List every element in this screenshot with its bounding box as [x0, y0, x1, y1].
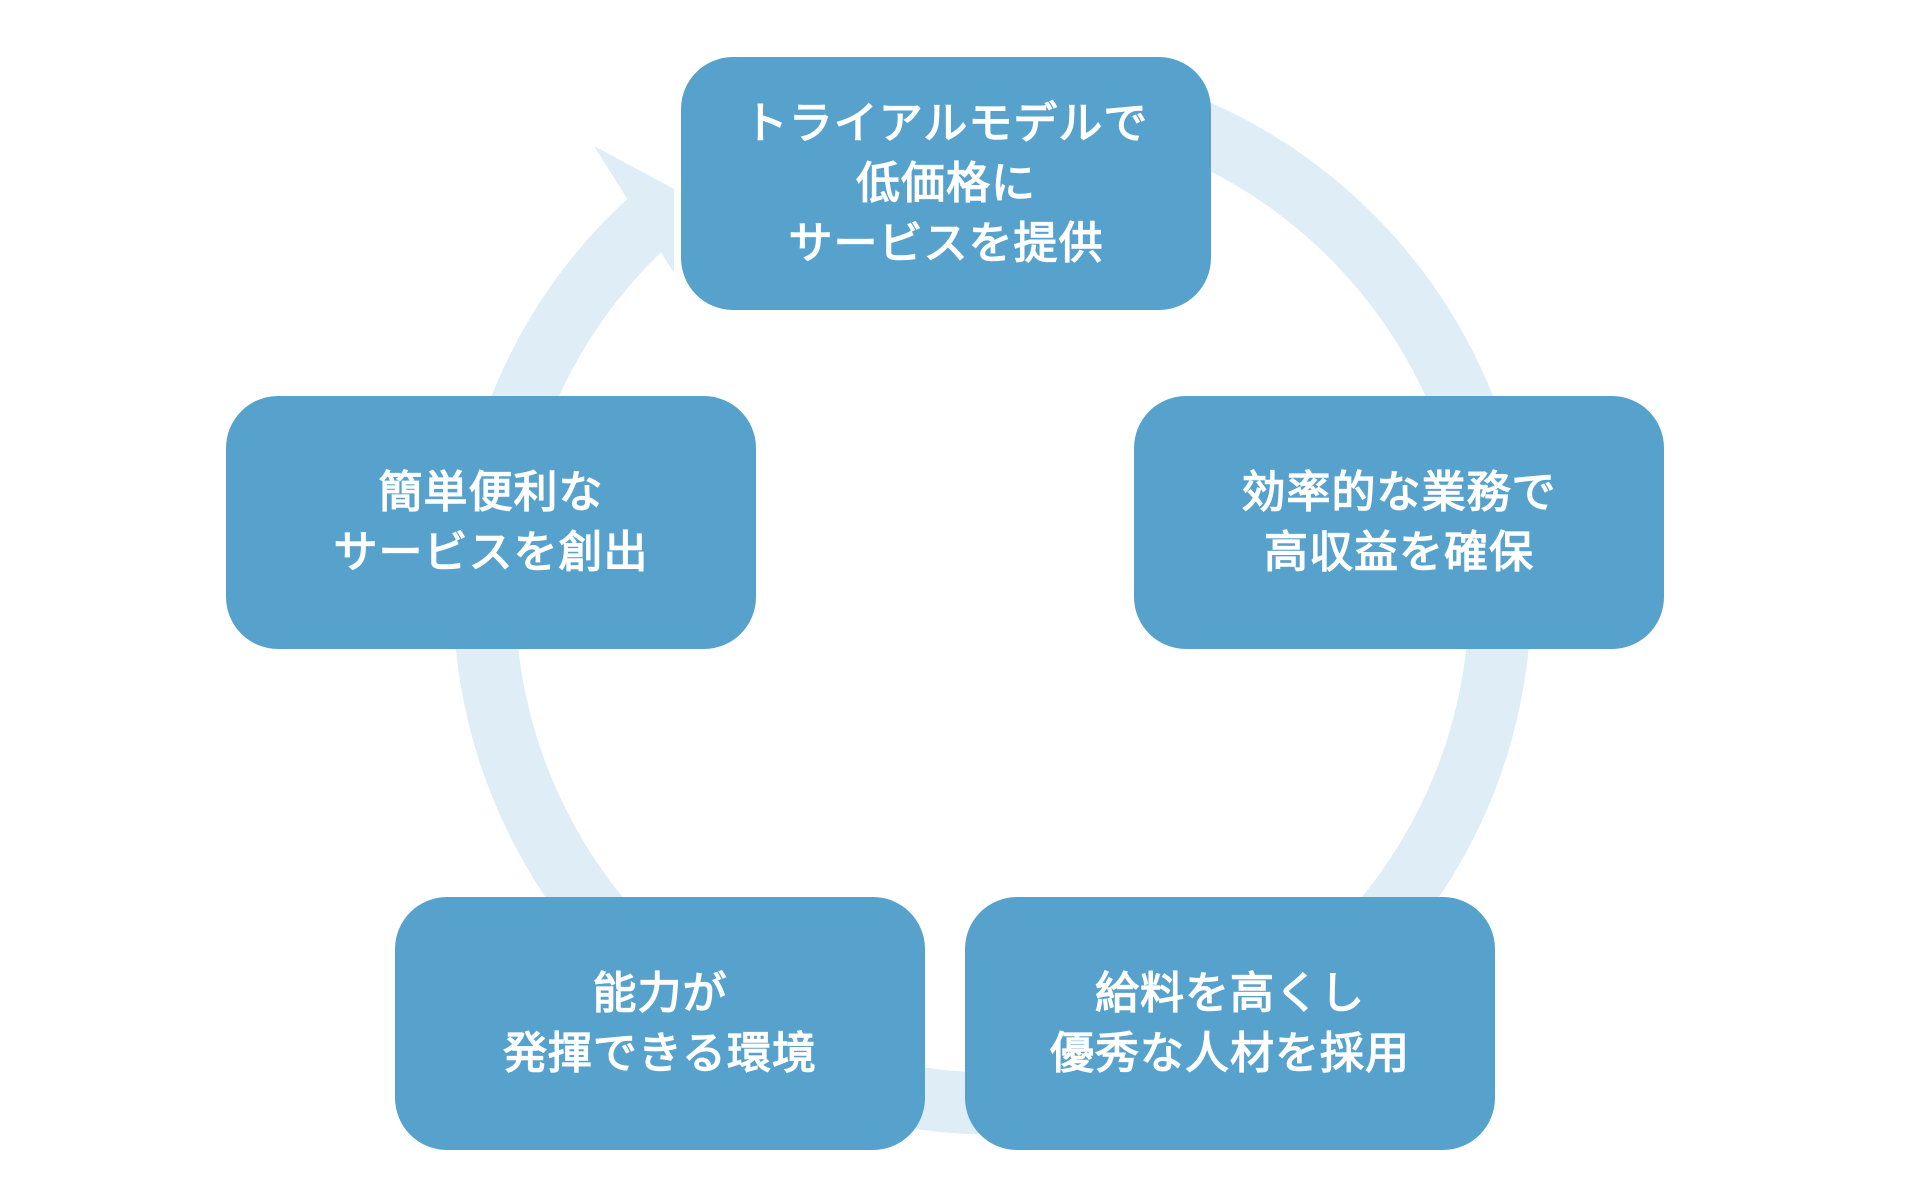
cycle-step-4-line-1: 能力が [592, 967, 728, 1019]
cycle-step-4: 能力が 発揮できる環境 [395, 897, 925, 1150]
cycle-step-2: 効率的な業務で 高収益を確保 [1134, 396, 1664, 649]
cycle-step-2-line-1: 効率的な業務で [1241, 466, 1557, 518]
cycle-step-1: トライアルモデルで 低価格に サービスを提供 [681, 57, 1211, 310]
cycle-step-4-line-2: 発揮できる環境 [502, 1027, 818, 1079]
cycle-step-5-line-1: 簡単便利な [378, 466, 604, 518]
cycle-step-1-line-3: サービスを提供 [788, 217, 1104, 269]
cycle-step-1-line-2: 低価格に [856, 157, 1036, 209]
cycle-step-5-line-2: サービスを創出 [333, 526, 649, 578]
cycle-step-3: 給料を高くし 優秀な人材を採用 [965, 897, 1495, 1150]
cycle-step-3-line-2: 優秀な人材を採用 [1050, 1027, 1410, 1079]
cycle-step-1-line-1: トライアルモデルで [743, 97, 1149, 149]
cycle-arrowhead-icon [594, 146, 674, 273]
cycle-step-2-line-2: 高収益を確保 [1264, 526, 1534, 578]
cycle-step-3-line-1: 給料を高くし [1095, 967, 1365, 1019]
cycle-step-5: 簡単便利な サービスを創出 [226, 396, 756, 649]
